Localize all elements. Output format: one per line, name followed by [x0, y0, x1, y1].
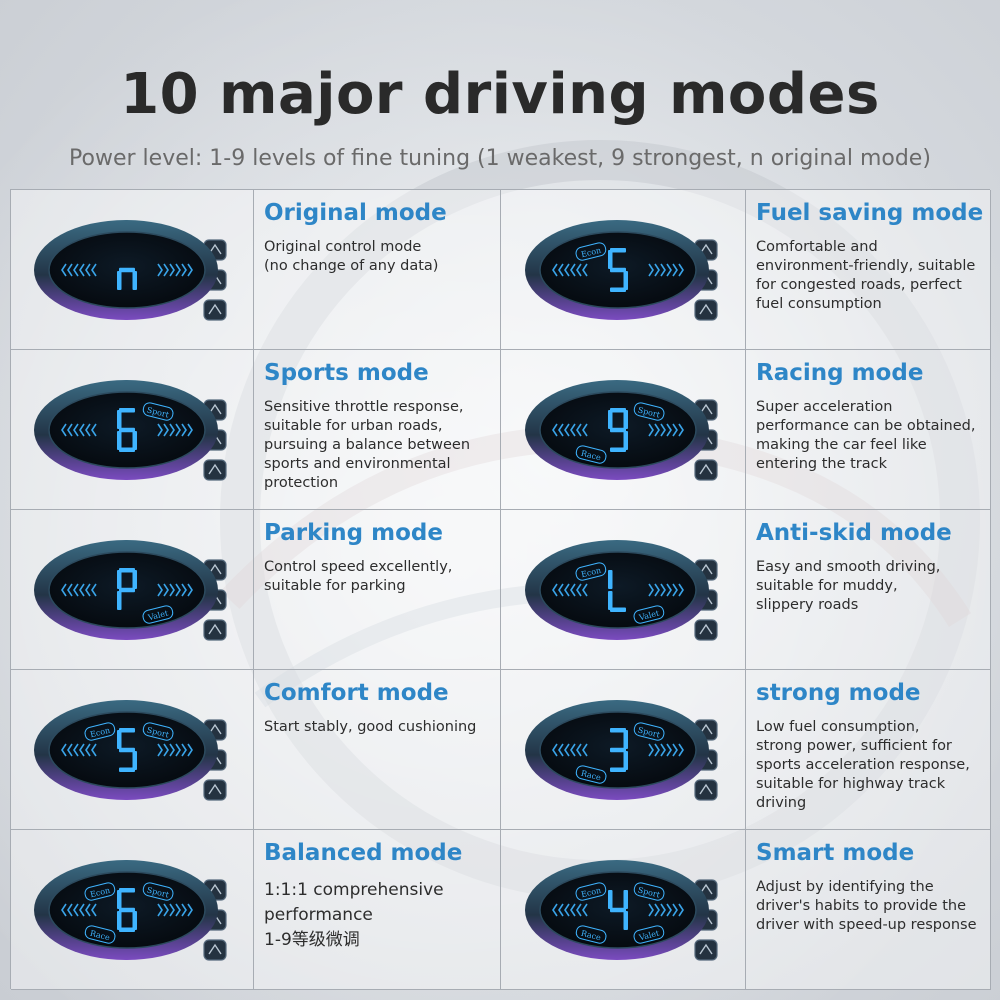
mode-title: Comfort mode	[264, 680, 449, 706]
mode-image-fuel-saving: Econ	[501, 190, 746, 350]
mode-description: Super acceleration performance can be ob…	[756, 399, 976, 472]
mode-image-original	[11, 190, 254, 350]
mode-title: Smart mode	[756, 840, 915, 866]
mode-description: Adjust by identifying the driver's habit…	[756, 879, 977, 933]
mode-description: Control speed excellently, suitable for …	[264, 559, 453, 594]
mode-title: Parking mode	[264, 520, 443, 546]
digit-display	[608, 889, 628, 930]
mode-text-sports: Sports mode Sensitive throttle response,…	[254, 350, 501, 510]
mode-image-sports: Sport	[11, 350, 254, 510]
mode-text-fuel-saving: Fuel saving mode Comfortable and environ…	[746, 190, 991, 350]
mode-description: Start stably, good cushioning	[264, 719, 477, 735]
digit-display	[608, 407, 628, 452]
digit-display	[117, 407, 137, 452]
mode-text-parking: Parking mode Control speed excellently, …	[254, 510, 501, 670]
mode-title: Balanced mode	[264, 840, 463, 866]
digit-display	[610, 727, 628, 772]
chevron-arrows-icon	[552, 263, 684, 276]
mode-description: Low fuel consumption, strong power, suff…	[756, 719, 970, 811]
chevron-arrows-icon	[61, 583, 193, 596]
mode-title: Original mode	[264, 200, 447, 226]
mode-image-parking: Valet	[11, 510, 254, 670]
mode-text-strong: strong mode Low fuel consumption, strong…	[746, 670, 991, 830]
mode-title: Sports mode	[264, 360, 429, 386]
mode-title: Racing mode	[756, 360, 924, 386]
chevron-arrows-icon	[61, 423, 193, 436]
mode-text-smart: Smart mode Adjust by identifying the dri…	[746, 830, 991, 990]
digit-display	[608, 569, 626, 612]
chevron-arrows-icon	[61, 903, 193, 916]
mode-description: Easy and smooth driving, suitable for mu…	[756, 559, 941, 613]
mode-title: Fuel saving mode	[756, 200, 984, 226]
digit-display	[117, 727, 137, 772]
chevron-arrows-icon	[61, 263, 193, 276]
chevron-arrows-icon	[552, 743, 684, 756]
mode-title: strong mode	[756, 680, 921, 706]
page-subtitle: Power level: 1-9 levels of fine tuning (…	[69, 146, 931, 171]
chevron-arrows-icon	[552, 903, 684, 916]
chevron-arrows-icon	[552, 423, 684, 436]
digit-display	[117, 267, 137, 290]
controller-device-icon: Econ	[525, 219, 718, 321]
page-title: 10 major driving modes	[120, 62, 880, 127]
chevron-arrows-icon	[61, 743, 193, 756]
mode-description: Sensitive throttle response, suitable fo…	[264, 399, 471, 491]
mode-description: Original control mode (no change of any …	[264, 239, 439, 274]
controller-device-icon: Valet	[34, 539, 227, 641]
digit-display	[117, 567, 137, 610]
mode-title: Anti-skid mode	[756, 520, 952, 546]
controller-device-icon: Sport	[34, 379, 227, 481]
mode-text-racing: Racing mode Super acceleration performan…	[746, 350, 991, 510]
mode-text-anti-skid: Anti-skid mode Easy and smooth driving, …	[746, 510, 991, 670]
modes-grid: Original mode Original control mode (no …	[10, 189, 991, 990]
controller-device-icon	[34, 219, 227, 321]
digit-display	[608, 247, 628, 292]
mode-text-comfort: Comfort mode Start stably, good cushioni…	[254, 670, 501, 830]
mode-text-balanced: Balanced mode 1:1:1 comprehensive perfor…	[254, 830, 501, 990]
mode-description: 1:1:1 comprehensive performance 1-9等级微调	[264, 880, 444, 950]
digit-display	[117, 887, 137, 932]
chevron-arrows-icon	[552, 583, 684, 596]
mode-description: Comfortable and environment-friendly, su…	[756, 239, 976, 312]
mode-text-original: Original mode Original control mode (no …	[254, 190, 501, 350]
